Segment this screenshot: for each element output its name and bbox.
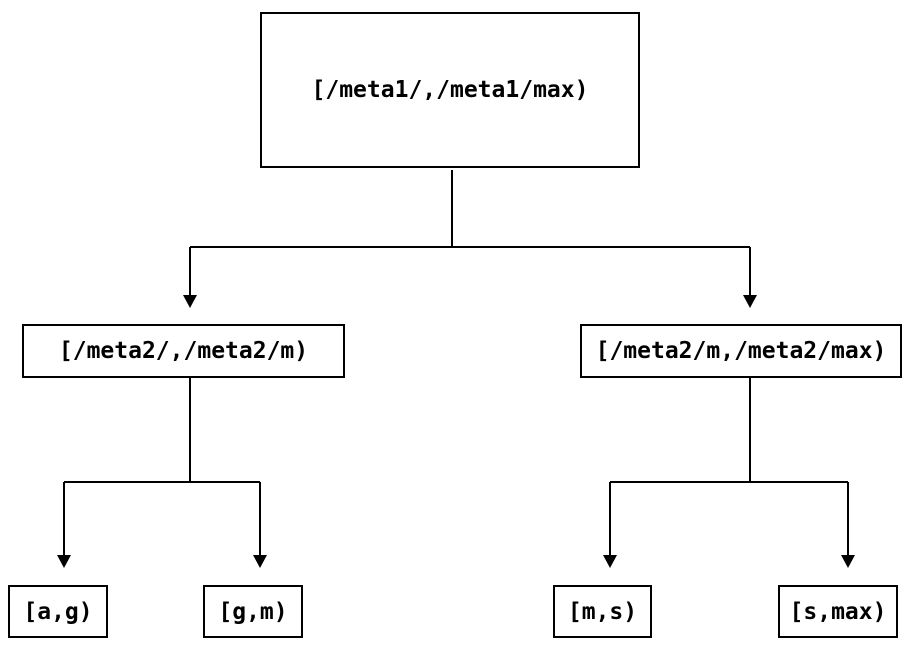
- arrowhead-to-leaf-ms-icon: [603, 555, 617, 568]
- node-meta2-left-range: [/meta2/,/meta2/m): [22, 324, 345, 378]
- node-leaf-s-max: [s,max): [778, 585, 898, 638]
- connector-root-to-level2: [189, 170, 751, 295]
- arrowhead-to-leaf-smax-icon: [841, 555, 855, 568]
- arrowhead-to-leaf-gm-icon: [253, 555, 267, 568]
- node-leaf-a-g: [a,g): [8, 585, 108, 638]
- node-meta2-right-range: [/meta2/m,/meta2/max): [580, 324, 902, 378]
- arrowhead-to-leaf-ag-icon: [57, 555, 71, 568]
- connector-left-to-leaves: [63, 378, 261, 555]
- arrowhead-to-left-node-icon: [183, 295, 197, 308]
- node-leaf-m-s: [m,s): [553, 585, 652, 638]
- node-root-range: [/meta1/,/meta1/max): [260, 12, 640, 168]
- connector-right-to-leaves: [609, 378, 849, 555]
- node-leaf-g-m: [g,m): [203, 585, 303, 638]
- arrowhead-to-right-node-icon: [743, 295, 757, 308]
